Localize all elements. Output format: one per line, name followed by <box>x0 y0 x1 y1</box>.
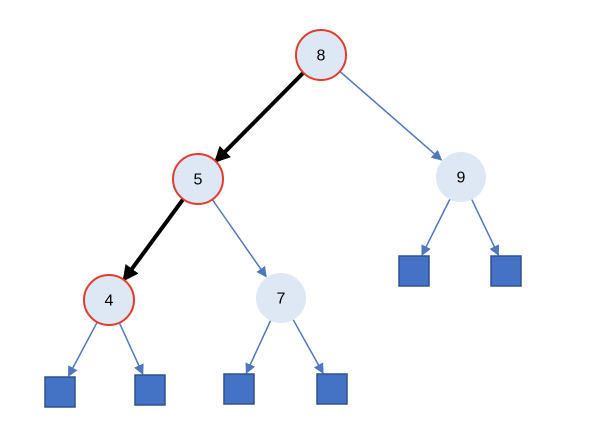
null-leaf-square <box>223 373 255 405</box>
edge-arrow-n4-to-leaf4a <box>67 321 98 378</box>
highlighted-node-circle <box>172 153 224 205</box>
null-leaf-square <box>44 376 76 408</box>
node-circle <box>256 273 306 323</box>
node-value-label: 4 <box>105 293 114 310</box>
null-leaf-square <box>398 255 430 287</box>
tree-node-9: 9 <box>436 152 486 202</box>
node-circle <box>436 152 486 202</box>
null-leaf-square <box>490 255 522 287</box>
node-value-label: 5 <box>194 172 203 189</box>
null-leaf-square <box>134 374 166 406</box>
highlighted-node-circle <box>83 274 135 326</box>
highlighted-node-circle <box>295 29 347 81</box>
edges-layer <box>67 70 500 378</box>
tree-node-8: 8 <box>295 29 347 81</box>
null-leaf-square <box>316 373 348 405</box>
edge-arrow-n7-to-leaf7b <box>292 319 324 375</box>
edge-arrow-n7-to-leaf7a <box>245 320 272 375</box>
nodes-layer: 8 5 9 4 7 <box>44 29 522 408</box>
edge-arrow-n8-to-n9 <box>339 70 443 161</box>
edge-arrow-n4-to-leaf4b <box>118 322 144 376</box>
tree-node-4: 4 <box>83 274 135 326</box>
tree-node-7: 7 <box>256 273 306 323</box>
edge-arrow-n9-to-leaf9b <box>471 199 500 257</box>
node-value-label: 9 <box>457 170 466 187</box>
edge-arrow-n9-to-leaf9a <box>421 199 451 257</box>
search-path-arrow-n8-to-n5 <box>214 71 305 163</box>
node-value-label: 7 <box>277 291 286 308</box>
search-path-arrow-n5-to-n4 <box>122 197 185 282</box>
tree-node-5: 5 <box>172 153 224 205</box>
edge-arrow-n5-to-n7 <box>211 199 267 278</box>
node-value-label: 8 <box>317 48 326 65</box>
